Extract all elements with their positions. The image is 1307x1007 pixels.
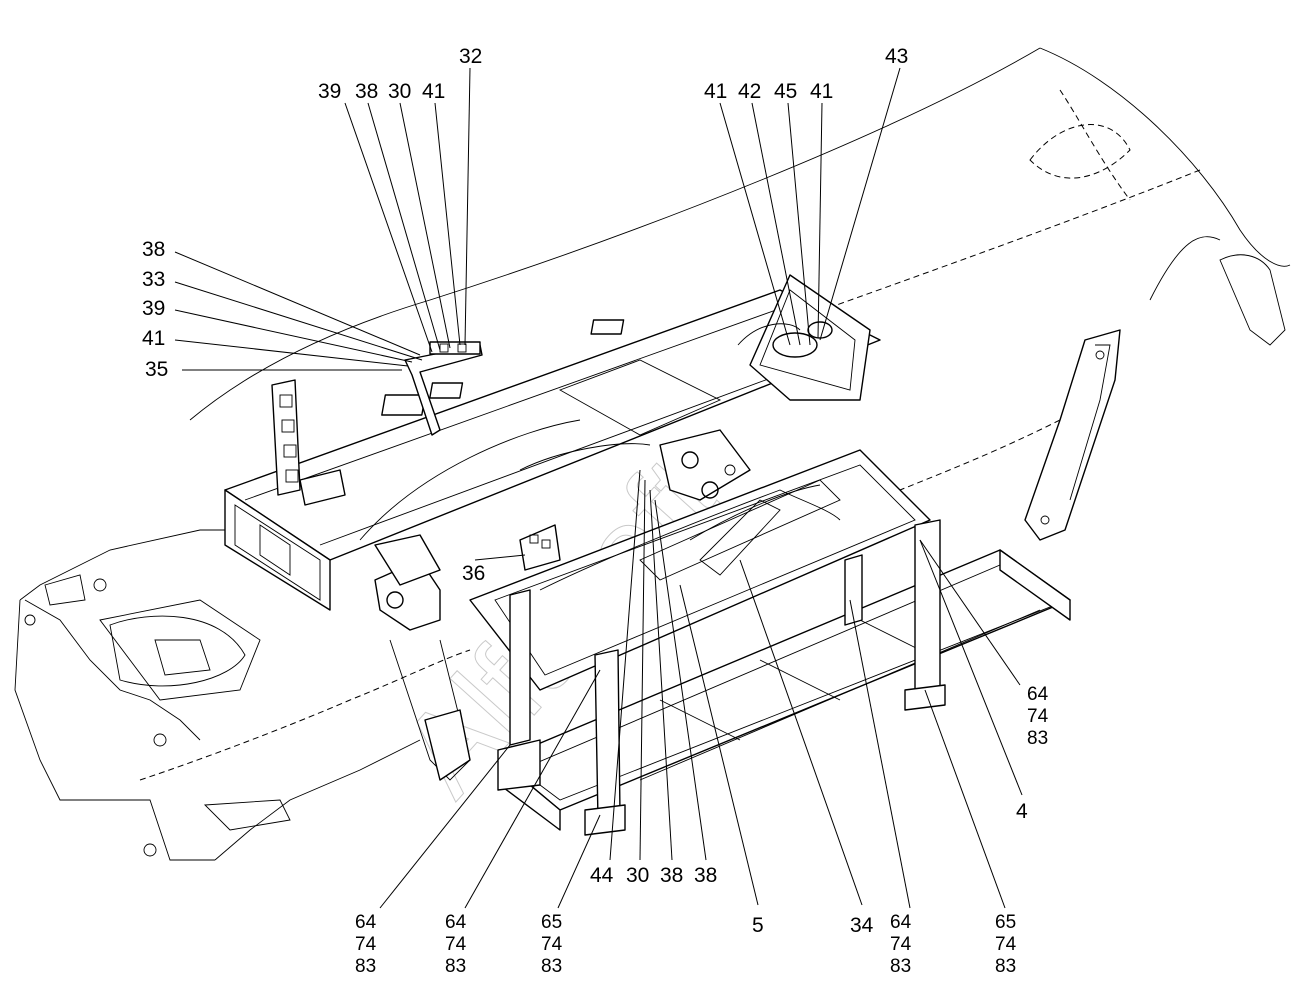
callout-38-left: 38	[142, 238, 165, 261]
bracket-36	[519, 524, 561, 571]
bracket-35	[404, 341, 483, 436]
upper-main-beam	[224, 289, 881, 611]
svg-text:74: 74	[541, 934, 563, 955]
callout-32: 32	[459, 45, 482, 68]
svg-text:74: 74	[445, 934, 467, 955]
svg-text:74: 74	[1027, 706, 1049, 727]
callout-30-top: 30	[388, 80, 411, 103]
callout-41-left: 41	[142, 327, 165, 350]
svg-text:83: 83	[355, 956, 376, 977]
svg-text:74: 74	[355, 934, 377, 955]
stack-callout-5: 65 74 83	[995, 912, 1017, 977]
svg-text:74: 74	[995, 934, 1017, 955]
svg-text:83: 83	[541, 956, 562, 977]
rear-frame-housing	[14, 529, 471, 861]
svg-text:74: 74	[890, 934, 912, 955]
callout-38-bottom-a: 38	[660, 864, 683, 887]
svg-text:64: 64	[355, 912, 377, 933]
callout-41-right-a: 41	[704, 80, 727, 103]
svg-text:65: 65	[541, 912, 562, 933]
callout-42: 42	[738, 80, 761, 103]
leader-lines	[174, 67, 1023, 909]
callout-30-bottom: 30	[626, 864, 649, 887]
stack-callout-6: 64 74 83	[1027, 684, 1049, 749]
svg-text:64: 64	[445, 912, 467, 933]
vertical-posts	[497, 519, 946, 836]
left-hinge-bracket	[374, 534, 471, 781]
stacked-callouts: 64 74 83 64 74 83 65 74 83 64 74 83 65 7…	[355, 684, 1049, 977]
motor-mount-right	[737, 274, 871, 401]
callout-33: 33	[142, 268, 165, 291]
callout-38-top: 38	[355, 80, 378, 103]
svg-text:83: 83	[1027, 728, 1048, 749]
svg-text:65: 65	[995, 912, 1016, 933]
stack-callout-3: 65 74 83	[541, 912, 563, 977]
right-arm-bracket	[899, 329, 1121, 541]
callout-34: 34	[850, 914, 874, 937]
svg-text:83: 83	[890, 956, 911, 977]
callout-44: 44	[590, 864, 614, 887]
callout-43: 43	[885, 45, 908, 68]
stack-callout-4: 64 74 83	[890, 912, 912, 977]
callout-labels: 32 39 38 30 41 38 33 39 41 35 43 41 42 4…	[142, 45, 1028, 937]
svg-text:64: 64	[1027, 684, 1049, 705]
left-vertical-strap	[271, 379, 346, 506]
callout-38-bottom-b: 38	[694, 864, 717, 887]
stack-callout-1: 64 74 83	[355, 912, 377, 977]
stack-callout-2: 64 74 83	[445, 912, 467, 977]
callout-41-right-b: 41	[810, 80, 833, 103]
callout-41-top: 41	[422, 80, 445, 103]
callout-36: 36	[462, 562, 485, 585]
callout-45: 45	[774, 80, 797, 103]
callout-39-top: 39	[318, 80, 341, 103]
callout-4: 4	[1016, 800, 1028, 823]
svg-text:64: 64	[890, 912, 912, 933]
svg-text:83: 83	[995, 956, 1016, 977]
callout-35: 35	[145, 358, 168, 381]
svg-text:83: 83	[445, 956, 466, 977]
callout-39-left: 39	[142, 297, 165, 320]
callout-5: 5	[752, 914, 764, 937]
